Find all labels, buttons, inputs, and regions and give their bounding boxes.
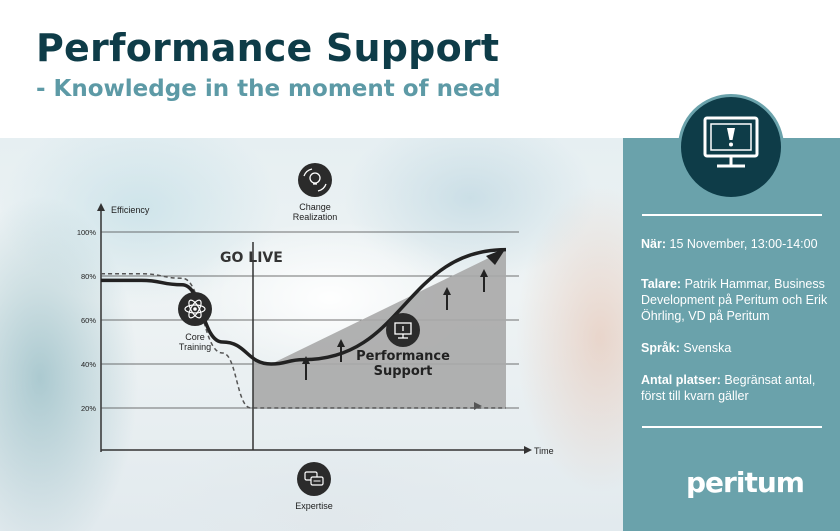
panel-divider-top xyxy=(642,214,822,216)
dashed-series-line xyxy=(101,273,506,409)
atom-icon xyxy=(178,292,212,326)
chat-bubbles-icon xyxy=(297,462,331,496)
when-label: När: xyxy=(641,237,667,251)
peritum-logo: peritum xyxy=(686,466,805,499)
panel-divider-bottom xyxy=(642,426,822,428)
page-subtitle: - Knowledge in the moment of need xyxy=(36,76,501,102)
seats-value: Begränsat antal, först till kvarn gäller xyxy=(641,373,816,403)
solid-series-line xyxy=(100,247,507,366)
monitor-warning-badge xyxy=(678,94,784,200)
seats-info: Antal platser: Begränsat antal, först ti… xyxy=(641,372,831,404)
up-arrow-head-icon xyxy=(337,339,345,347)
up-arrow-head-icon xyxy=(302,356,310,364)
language-value: Svenska xyxy=(683,341,732,355)
when-info: När: 15 November, 13:00-14:00 xyxy=(641,236,831,252)
solid-arrow-icon xyxy=(486,248,506,265)
y-axis-label: Efficiency xyxy=(111,205,150,215)
label-line: Core xyxy=(185,332,205,342)
y-tick-label: 100% xyxy=(77,228,97,237)
expertise-label: Expertise xyxy=(295,501,333,511)
label-line: Performance xyxy=(356,349,450,364)
up-arrows xyxy=(302,269,488,380)
y-tick-labels: 100% 80% 60% 40% 20% xyxy=(77,228,97,413)
y-axis-arrow-icon xyxy=(97,203,105,211)
y-tick-label: 20% xyxy=(81,404,96,413)
go-live-label: GO LIVE xyxy=(220,250,283,266)
x-axis-arrow-icon xyxy=(524,446,532,454)
y-tick-label: 80% xyxy=(81,272,96,281)
seats-label: Antal platser: xyxy=(641,373,721,387)
label-line: Realization xyxy=(293,212,338,222)
lightbulb-cycle-icon xyxy=(298,163,332,197)
page-title: Performance Support xyxy=(36,26,500,70)
label-line: Training xyxy=(179,342,211,352)
header: Performance Support - Knowledge in the m… xyxy=(0,0,840,138)
dashed-arrow-icon xyxy=(474,402,482,410)
y-tick-label: 60% xyxy=(81,316,96,325)
up-arrow-head-icon xyxy=(443,287,451,295)
speakers-info: Talare: Patrik Hammar, Business Developm… xyxy=(641,276,831,324)
speakers-value: Patrik Hammar, Business Development på P… xyxy=(641,277,828,323)
label-line: Expertise xyxy=(295,501,333,511)
monitor-icon xyxy=(386,313,420,347)
chart-background-photo: Efficiency Time 100% 80% 60% 40% 20% GO LIVE… xyxy=(0,138,623,531)
up-arrow-head-icon xyxy=(480,269,488,277)
event-info-panel xyxy=(623,138,840,531)
label-line: Change xyxy=(299,202,331,212)
y-tick-label: 40% xyxy=(81,360,96,369)
when-value: 15 November, 13:00-14:00 xyxy=(669,237,818,251)
language-label: Språk: xyxy=(641,341,680,355)
language-info: Språk: Svenska xyxy=(641,340,831,356)
monitor-warning-icon xyxy=(703,116,759,168)
performance-chart: Efficiency Time 100% 80% 60% 40% 20% GO LIVE… xyxy=(77,163,554,511)
x-axis-label: Time xyxy=(534,446,554,456)
speakers-label: Talare: xyxy=(641,277,682,291)
label-line: Support xyxy=(374,364,433,379)
